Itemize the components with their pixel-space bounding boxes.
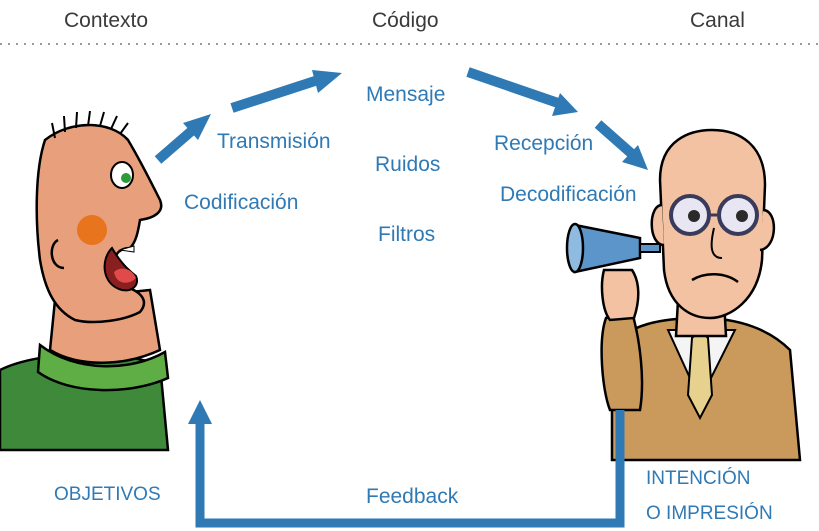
receiver-hand (600, 268, 640, 322)
sender-hair (51, 110, 129, 139)
label-reception: Recepción (494, 132, 594, 155)
label-message: Mensaje (366, 83, 446, 106)
receiver-mouth (691, 273, 739, 284)
flow-arrows (154, 67, 648, 528)
feedback-arrow-head (188, 400, 212, 424)
receiver-ear-left (650, 203, 665, 247)
ear-trumpet-icon (573, 223, 642, 274)
ear-trumpet-tube (639, 243, 661, 253)
label-objectives: OBJETIVOS (54, 484, 161, 505)
sender-pupil (121, 173, 131, 183)
receiver-figure (565, 128, 802, 462)
receiver-ear-right (759, 208, 776, 252)
label-intent-line2: O IMPRESIÓN (646, 503, 773, 524)
arrow-decode-head (622, 145, 648, 170)
label-feedback: Feedback (366, 485, 459, 508)
receiver-arm (600, 310, 644, 412)
feedback-loop-line (195, 410, 625, 528)
sender-collar (36, 342, 170, 392)
sender-cheek (77, 215, 107, 245)
label-intent-line1: INTENCIÓN (646, 468, 751, 489)
label-filters: Filtros (378, 223, 436, 246)
receiver-pupil-left (688, 210, 700, 222)
arrow-decode (594, 120, 636, 158)
arrow-transmit-head (312, 70, 342, 93)
sender-ear (50, 238, 65, 270)
sender-tongue (114, 268, 136, 283)
receiver-pupil-right (736, 210, 748, 222)
receiver-nose (710, 227, 723, 259)
ear-trumpet-bell (565, 222, 585, 274)
arrow-receive-head (552, 93, 578, 116)
arrow-receive (466, 67, 560, 108)
label-transmission: Transmisión (217, 130, 331, 153)
arrow-encode-head (183, 114, 211, 140)
arrow-encode (154, 124, 199, 164)
label-noise: Ruidos (375, 153, 441, 176)
sender-figure (0, 110, 170, 452)
label-encoding: Codificación (184, 191, 299, 214)
label-decoding: Decodificación (500, 183, 637, 206)
header-channel: Canal (690, 9, 745, 32)
header-context: Contexto (64, 9, 149, 32)
sender-teeth (119, 245, 135, 253)
arrow-transmit (230, 75, 320, 113)
header-code: Código (372, 9, 439, 32)
